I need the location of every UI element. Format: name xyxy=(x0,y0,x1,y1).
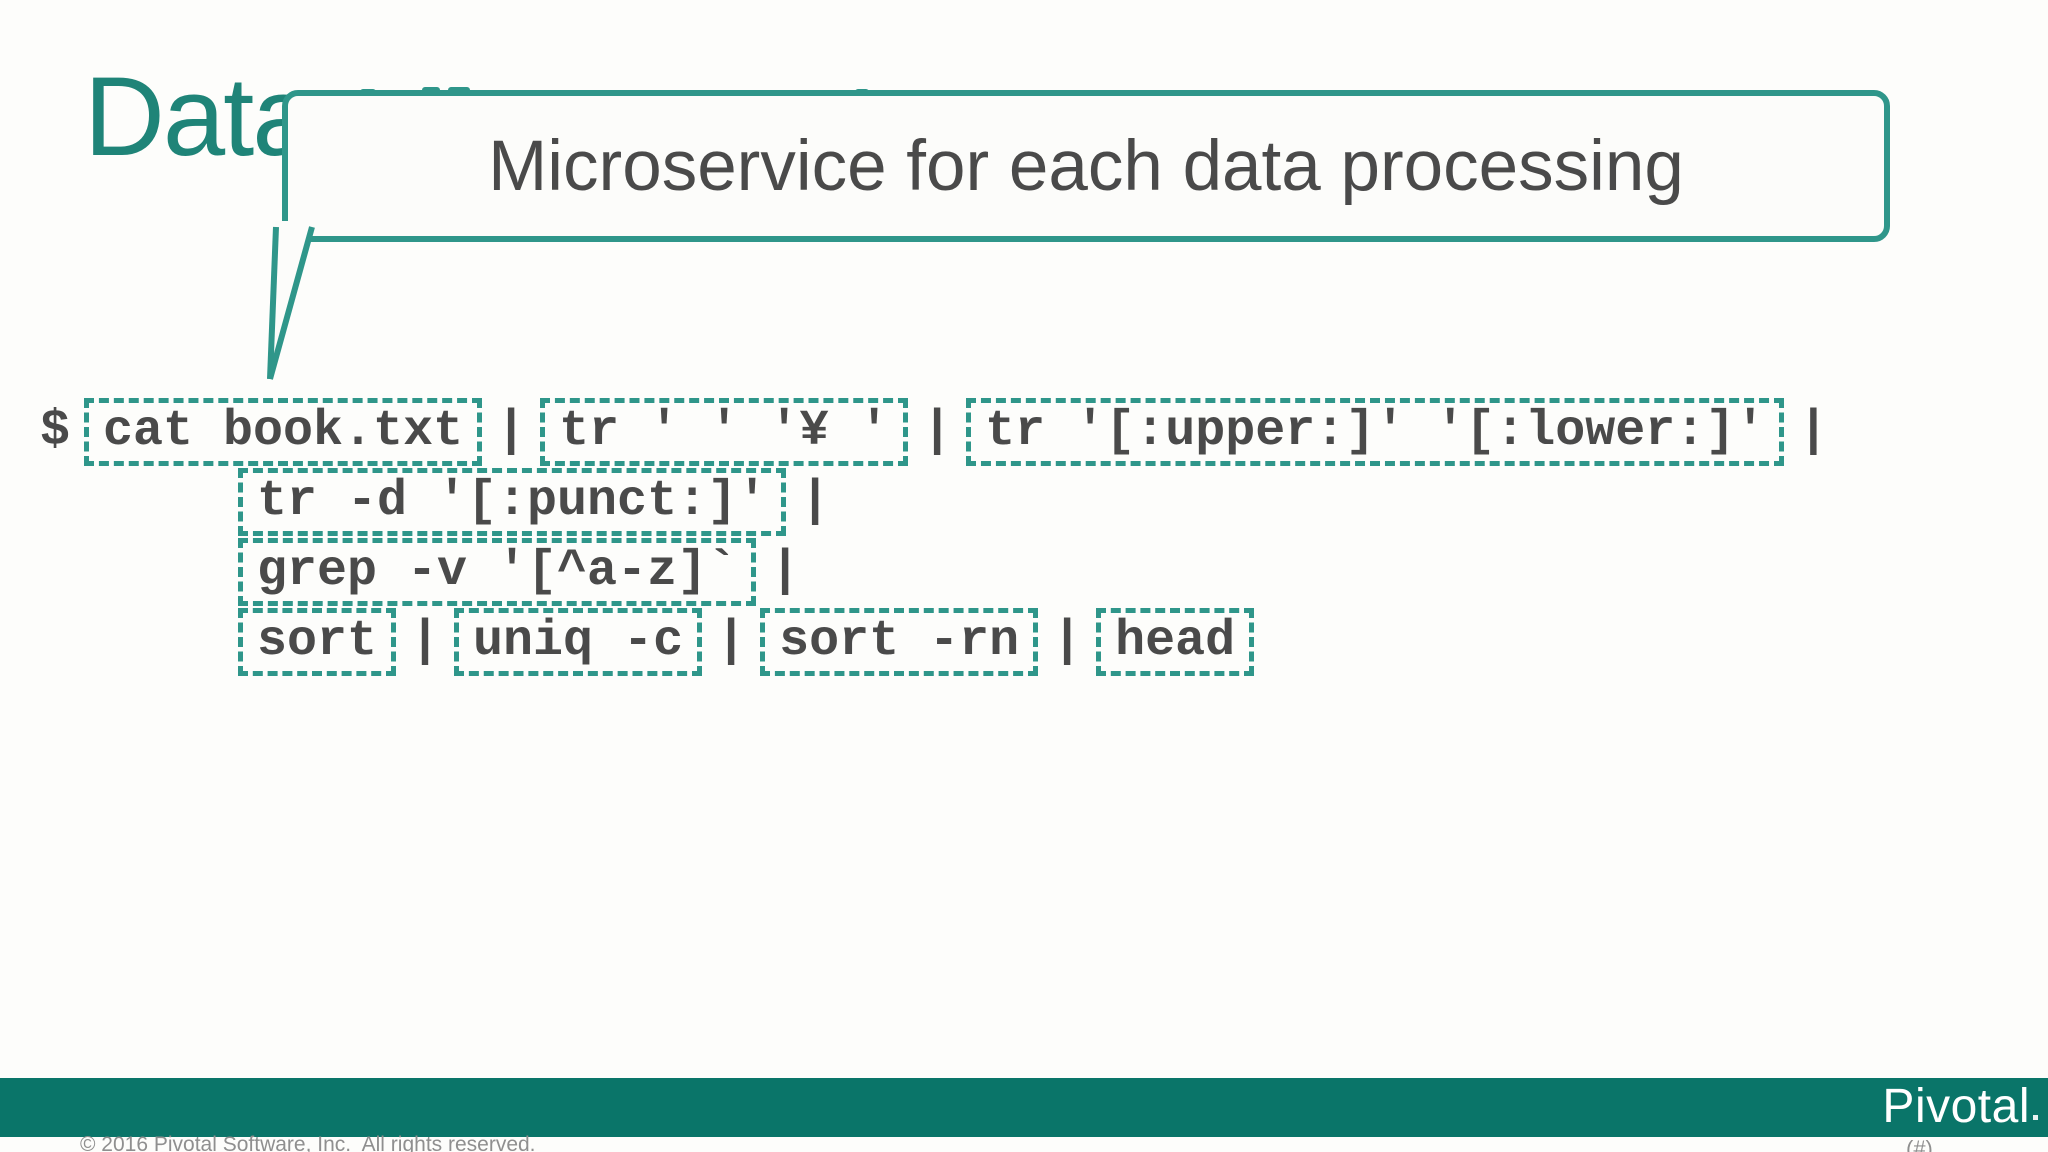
pipe-symbol: | xyxy=(410,613,441,670)
pipeline-step-tr-delete-punct: tr -d '[:punct:]' xyxy=(238,468,787,536)
callout-text: Microservice for each data processing xyxy=(488,126,1684,206)
pipeline-step-tr-upper-lower: tr '[:upper:]' '[:lower:]' xyxy=(966,398,1785,466)
pipeline-step-tr-space-newline: tr ' ' '¥ ' xyxy=(540,398,909,466)
pipe-symbol: | xyxy=(1798,403,1829,460)
pipeline-step-head: head xyxy=(1096,608,1255,676)
pipeline-line-3: grep -v '[^a-z]` | xyxy=(238,538,814,606)
callout-bubble: Microservice for each data processing xyxy=(282,90,1890,242)
pipeline-step-sort: sort xyxy=(238,608,397,676)
pipeline-step-uniq-c: uniq -c xyxy=(454,608,703,676)
pipe-symbol: | xyxy=(1052,613,1083,670)
pipeline-line-4: sort | uniq -c | sort -rn | head xyxy=(238,608,1255,676)
pipe-symbol: | xyxy=(800,473,831,530)
shell-prompt: $ xyxy=(40,403,71,460)
pipeline-step-cat-book-txt: cat book.txt xyxy=(84,398,483,466)
slide-title: Data xyxy=(84,54,315,179)
pipe-symbol: | xyxy=(496,403,527,460)
copyright-text: © 2016 Pivotal Software, Inc. All rights… xyxy=(80,1133,536,1152)
pipe-symbol: | xyxy=(770,543,801,600)
pivotal-logo-text: Pivotal xyxy=(1882,1080,2030,1133)
pipe-symbol: | xyxy=(716,613,747,670)
pipeline-step-grep-nonalpha: grep -v '[^a-z]` xyxy=(238,538,757,606)
callout-tail xyxy=(267,221,315,380)
footer-band: Pivotal xyxy=(0,1078,2048,1137)
slide-number-placeholder: (#) xyxy=(1906,1136,1933,1152)
pivotal-logo: Pivotal xyxy=(1882,1081,2038,1133)
logo-trademark-mark xyxy=(2033,1115,2038,1120)
pipe-symbol: | xyxy=(922,403,953,460)
pipeline-line-2: tr -d '[:punct:]' | xyxy=(238,468,844,536)
pipeline-line-1: $ cat book.txt | tr ' ' '¥ ' | tr '[:upp… xyxy=(26,398,1842,466)
pipeline-step-sort-rn: sort -rn xyxy=(760,608,1039,676)
